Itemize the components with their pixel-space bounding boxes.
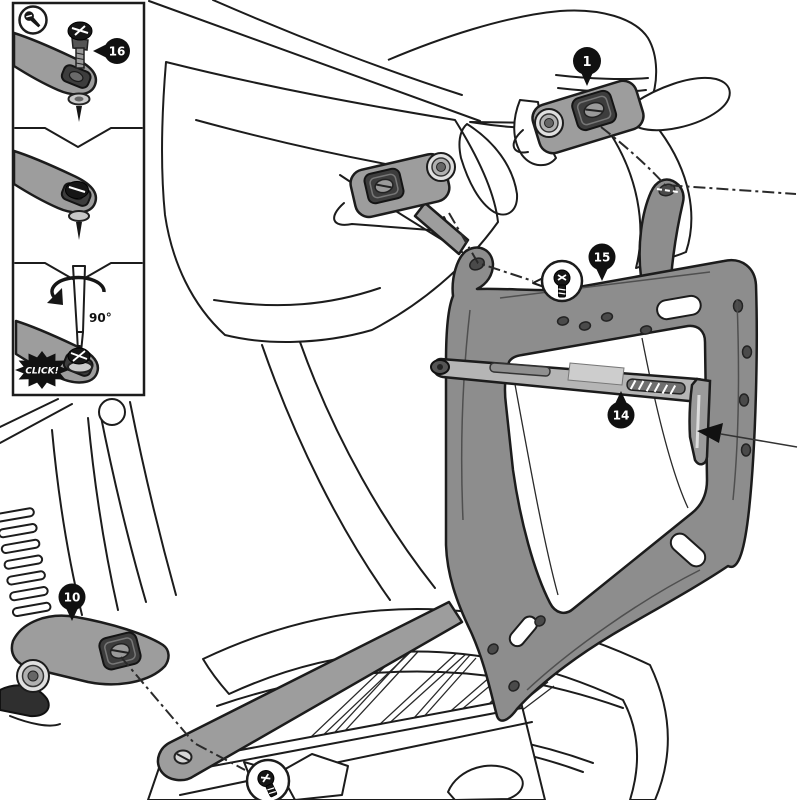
callout-pin-10: 10 bbox=[58, 583, 86, 621]
screw-tip bbox=[76, 222, 82, 240]
grab-handle bbox=[458, 123, 519, 216]
strap-slot bbox=[489, 362, 551, 377]
top-bracket-slot bbox=[571, 89, 618, 132]
tire-arc bbox=[216, 670, 624, 709]
lower-mount-assembly bbox=[0, 600, 464, 782]
callout-pin-1: 1 bbox=[573, 47, 601, 86]
strap-raised-patch bbox=[567, 362, 625, 386]
frame-holes bbox=[487, 299, 753, 692]
callout-1-label: 1 bbox=[582, 55, 591, 70]
screw-detail-bubble-lower bbox=[243, 758, 291, 800]
click-starburst: CLICK! bbox=[15, 351, 69, 389]
top-mount-assembly bbox=[512, 79, 797, 195]
subframe-tubes-to-swingarm bbox=[261, 341, 436, 601]
hook-leader-line bbox=[720, 433, 798, 448]
hook-arrow-icon bbox=[697, 423, 723, 443]
radiator-slats bbox=[0, 507, 52, 618]
callout-pin-16: 16 bbox=[93, 38, 130, 64]
frame-contour-lines bbox=[460, 271, 740, 691]
bike-through-opening bbox=[511, 337, 689, 596]
screw-detail-bubble-mid bbox=[532, 259, 584, 303]
footpeg-pivot-arm bbox=[0, 684, 50, 718]
chain-guard bbox=[447, 764, 524, 800]
frame-downtubes bbox=[51, 401, 177, 616]
footpeg-hanger-hole bbox=[98, 398, 126, 426]
screw-tip bbox=[76, 106, 82, 122]
seat-edge-line bbox=[148, 0, 481, 122]
caliper-bracket-tab bbox=[279, 753, 349, 800]
rack-lower-arm bbox=[156, 600, 464, 782]
inset-step-2 bbox=[12, 149, 98, 240]
hook-pointer bbox=[697, 423, 798, 448]
mid-bracket-slot bbox=[363, 167, 405, 205]
seat-lower-line bbox=[212, 0, 463, 96]
top-hook-wire bbox=[512, 129, 529, 154]
support-strap bbox=[430, 357, 712, 466]
alignment-line-top bbox=[600, 126, 797, 195]
callout-pin-14: 14 bbox=[607, 391, 635, 429]
strap-serrated-slot bbox=[626, 378, 686, 395]
inset-step-3: 90° CLICK! bbox=[14, 265, 112, 389]
step-divider-1 bbox=[14, 127, 143, 148]
frame-spar-lines bbox=[0, 398, 73, 444]
swingarm-lines bbox=[164, 707, 533, 796]
strap-hook-end bbox=[688, 377, 712, 466]
pivot-line bbox=[9, 715, 61, 727]
rotation-angle-label: 90° bbox=[89, 311, 112, 325]
callout-16-label: 16 bbox=[109, 45, 126, 59]
assembly-inset: 16 90° CLICK! bbox=[11, 1, 146, 397]
mid-mount-assembly bbox=[333, 152, 534, 282]
quarter-turn-key-icon bbox=[24, 11, 41, 28]
click-label: CLICK! bbox=[25, 367, 58, 377]
callout-14-label: 14 bbox=[613, 409, 630, 423]
mid-bracket-arm bbox=[413, 201, 470, 256]
side-panel bbox=[161, 61, 499, 343]
washer bbox=[68, 210, 90, 222]
screw-16 bbox=[67, 21, 93, 69]
alignment-line-mid bbox=[448, 212, 534, 282]
rotation-arrow-icon bbox=[50, 275, 106, 301]
inset-step-1: 16 bbox=[12, 5, 130, 122]
frame-cutouts bbox=[508, 294, 707, 648]
callout-15-label: 15 bbox=[594, 251, 611, 265]
callout-10-label: 10 bbox=[64, 591, 81, 605]
callout-pin-15: 15 bbox=[588, 243, 616, 281]
